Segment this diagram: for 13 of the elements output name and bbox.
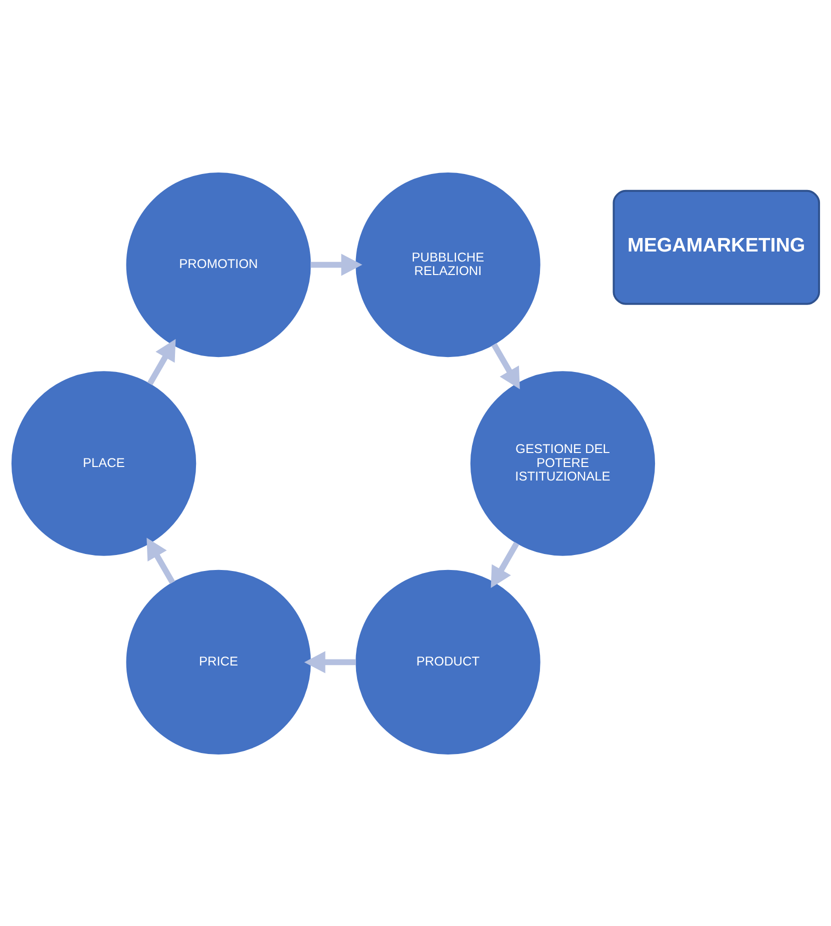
arrow xyxy=(491,342,520,389)
arrow xyxy=(146,537,176,584)
node-circle: PRICE xyxy=(126,569,311,754)
arrow xyxy=(147,338,176,385)
arrow xyxy=(304,650,356,673)
node-circle: PLACE xyxy=(11,370,196,556)
arrow xyxy=(310,253,362,276)
node-circle: GESTIONE DEL POTERE ISTITUZIONALE xyxy=(470,370,656,556)
node-circle: PUBBLICHE RELAZIONI xyxy=(356,172,540,357)
node-circle: PRODUCT xyxy=(356,569,540,754)
arrow xyxy=(490,541,520,588)
node-box: MEGAMARKETING xyxy=(612,189,820,304)
node-circle: PROMOTION xyxy=(126,172,311,357)
